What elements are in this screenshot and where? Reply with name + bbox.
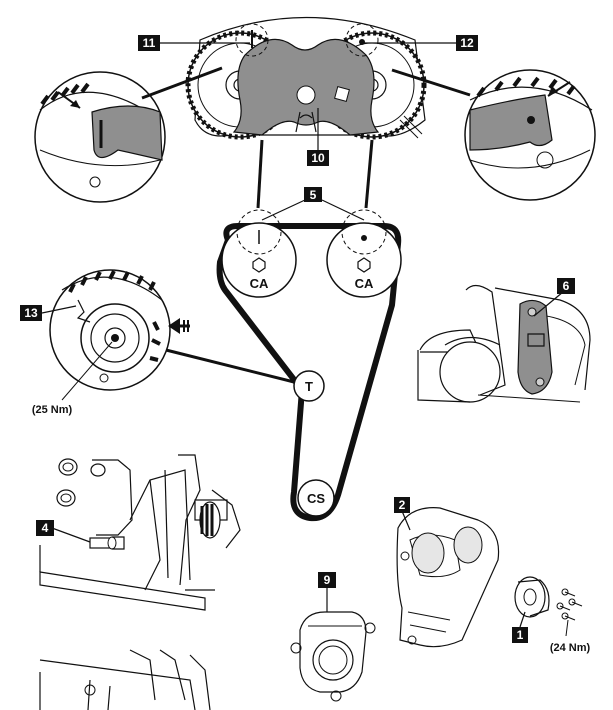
label-12: 12 [362,35,478,51]
engine-block-detail-4 [39,454,241,611]
left-inset-leader [141,66,223,100]
idler-bolts [556,588,583,621]
label-6: 6 [533,278,575,317]
label-13-text: 13 [24,306,38,320]
label-1: 1 [512,611,528,643]
lower-engine-detail [39,649,211,710]
tensioner-pulley-text: T [305,379,313,394]
belt-routing-schematic: CA CA T CS [216,209,402,522]
label-12-text: 12 [460,36,474,50]
label-4: 4 [36,520,91,543]
label-2-text: 2 [399,498,406,512]
label-6-text: 6 [563,279,570,293]
label-1-text: 1 [517,628,524,642]
cover-part-2 [396,507,500,648]
right-inset-leader [391,68,471,97]
label-9: 9 [318,572,336,612]
cam-pulley-left-text: CA [250,276,269,291]
tensioner-torque-text: (25 Nm) [32,404,73,416]
right-detail-inset [464,69,596,201]
label-11-text: 11 [143,36,156,50]
tensioner-detail-inset [49,269,190,391]
left-detail-inset [34,71,166,203]
label-5-text: 5 [310,188,317,202]
cam-pulley-right-text: CA [355,276,374,291]
idler-torque-text: (24 Nm) [550,642,591,654]
camshaft-assembly [185,16,427,140]
crankshaft-pulley-text: CS [307,491,325,506]
cover-part-9 [290,611,376,702]
idler-part-1 [514,576,583,621]
tensioner-leader [165,348,295,384]
label-2: 2 [394,497,411,531]
label-11: 11 [138,35,250,51]
timing-belt [216,223,402,522]
label-5: 5 [261,187,365,221]
label-4-text: 4 [42,521,49,535]
label-9-text: 9 [324,573,331,587]
label-13: 13 [20,305,77,321]
label-10: 10 [307,108,329,166]
engine-detail-6 [417,284,591,403]
label-10-text: 10 [311,151,325,165]
